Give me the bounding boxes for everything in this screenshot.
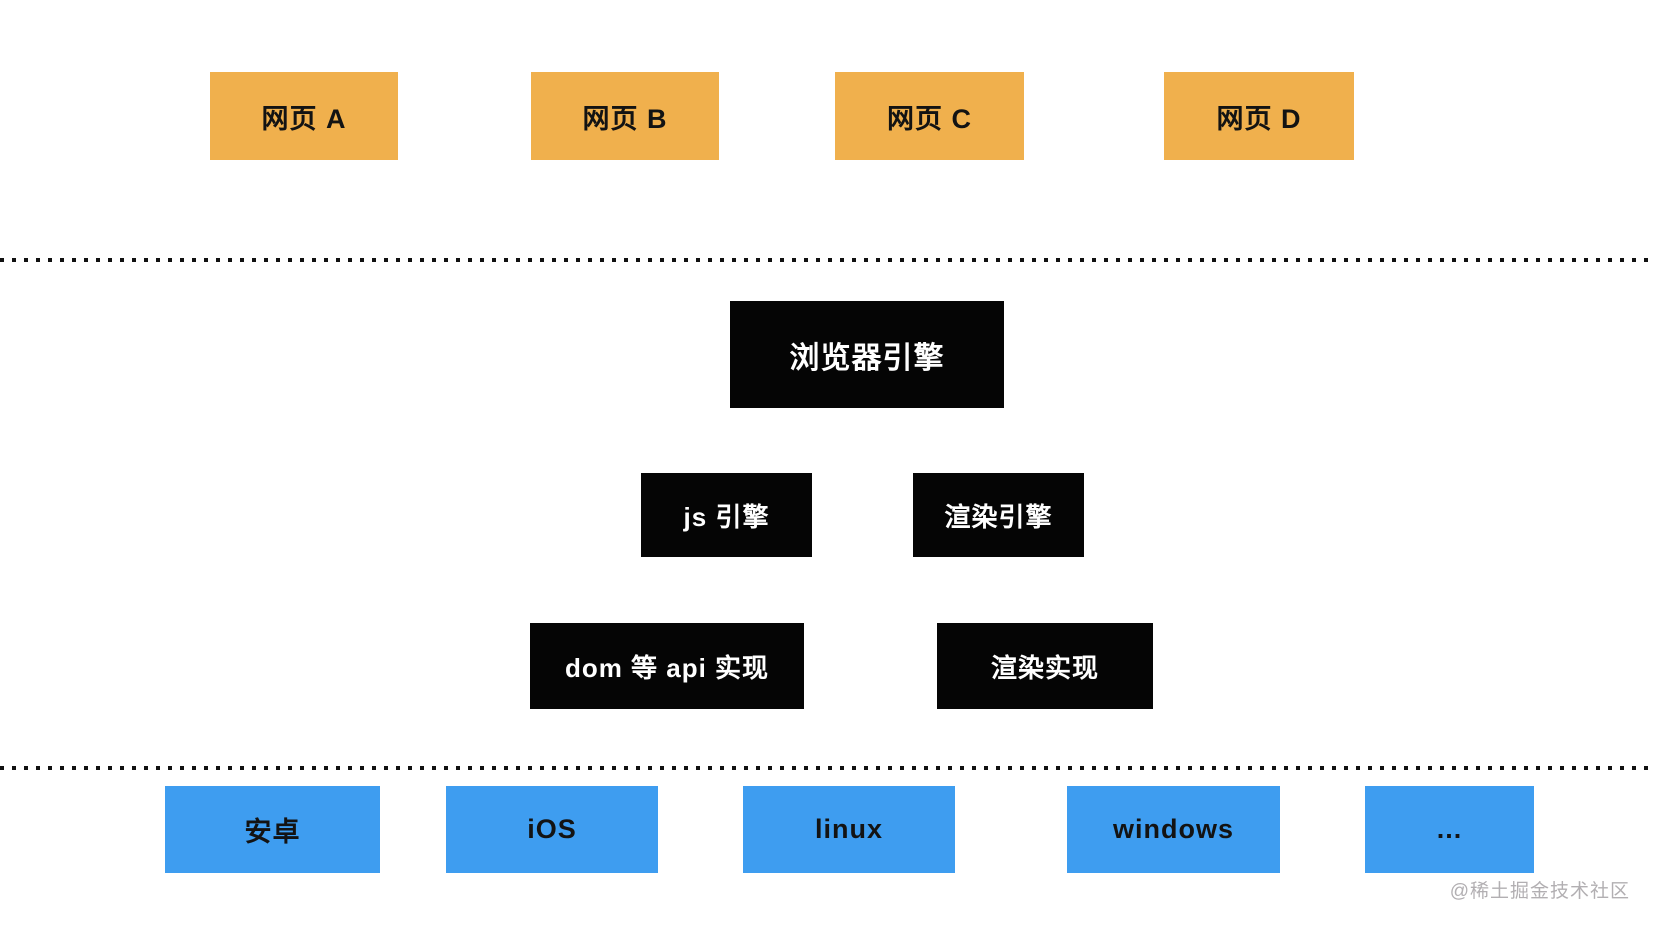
webpage-a-box: 网页 A bbox=[210, 72, 398, 160]
render-engine-box: 渲染引擎 bbox=[913, 473, 1084, 557]
os-android-box: 安卓 bbox=[165, 786, 380, 873]
js-engine-box: js 引擎 bbox=[641, 473, 812, 557]
render-implementation-box: 渲染实现 bbox=[937, 623, 1153, 709]
watermark: @稀土掘金技术社区 bbox=[1449, 881, 1630, 902]
webpage-b-box: 网页 B bbox=[531, 72, 719, 160]
dom-api-implementation-box: dom 等 api 实现 bbox=[530, 623, 804, 709]
os-ios-box: iOS bbox=[446, 786, 658, 873]
os-linux-box: linux bbox=[743, 786, 955, 873]
os-more-box: ... bbox=[1365, 786, 1534, 873]
webpage-c-box: 网页 C bbox=[835, 72, 1024, 160]
separator-webpages-engine bbox=[0, 258, 1656, 262]
webpage-d-box: 网页 D bbox=[1164, 72, 1354, 160]
browser-engine-box: 浏览器引擎 bbox=[730, 301, 1004, 408]
os-windows-box: windows bbox=[1067, 786, 1280, 873]
separator-engine-os bbox=[0, 766, 1656, 770]
